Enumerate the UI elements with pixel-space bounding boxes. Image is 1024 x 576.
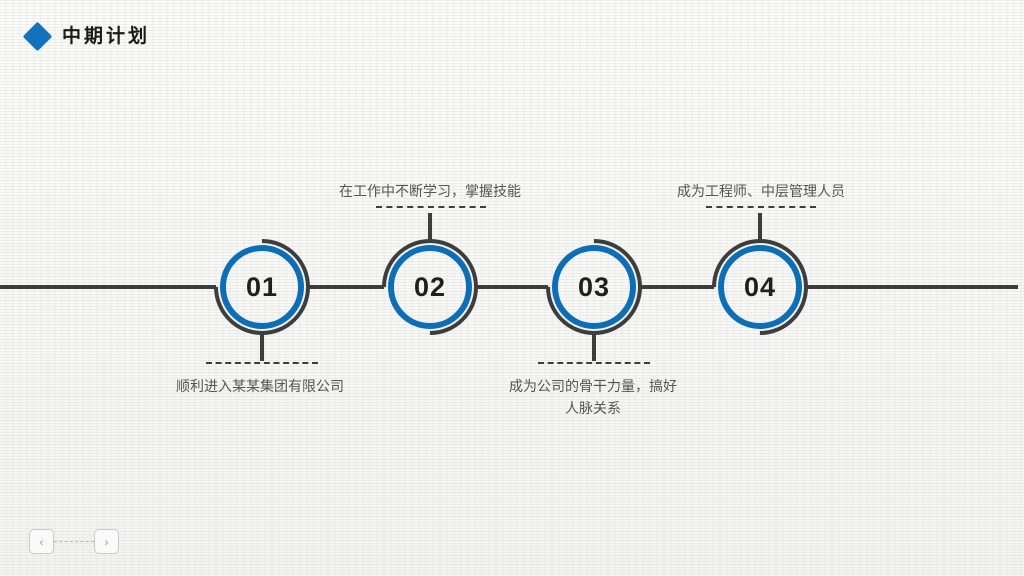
timeline-node-03[interactable]: 03 xyxy=(526,219,662,361)
timeline-node-01[interactable]: 01 xyxy=(194,219,330,361)
node-stub-right xyxy=(308,285,320,289)
slide-navigation: ‹ › xyxy=(29,529,119,554)
node-stub-left xyxy=(372,285,384,289)
node-tail-connector xyxy=(758,213,762,243)
node-number: 01 xyxy=(245,271,279,302)
node-caption-02: 在工作中不断学习，掌握技能 xyxy=(339,183,521,199)
node-caption-04: 成为工程师、中层管理人员 xyxy=(677,183,845,199)
caption-rule-04 xyxy=(706,206,816,208)
page-title: 中期计划 xyxy=(62,26,151,47)
node-caption-01: 顺利进入某某集团有限公司 xyxy=(176,378,344,394)
node-number: 02 xyxy=(413,271,447,302)
timeline-connector-1-2 xyxy=(308,285,384,289)
timeline-connector-3-4 xyxy=(640,285,714,289)
timeline-node-02[interactable]: 02 xyxy=(362,213,498,355)
node-caption-03: 成为公司的骨干力量，搞好 人脉关系 xyxy=(509,378,677,416)
node-stub-right xyxy=(640,285,652,289)
next-slide-button[interactable]: › xyxy=(94,529,119,554)
node-stub-right xyxy=(806,285,818,289)
timeline-rail-right xyxy=(808,285,1018,289)
diamond-bullet-icon xyxy=(22,21,53,52)
node-number: 04 xyxy=(743,271,777,302)
node-number: 03 xyxy=(577,271,611,302)
timeline-connector-2-3 xyxy=(476,285,548,289)
node-stub-left xyxy=(204,285,216,289)
node-ring-icon xyxy=(552,245,636,329)
nav-dashed-connector xyxy=(54,541,94,542)
node-stub-left xyxy=(536,285,548,289)
prev-slide-button[interactable]: ‹ xyxy=(29,529,54,554)
node-tail-connector xyxy=(592,331,596,361)
timeline-node-04[interactable]: 04 xyxy=(692,213,828,355)
caption-rule-03 xyxy=(538,362,650,364)
caption-rule-02 xyxy=(376,206,486,208)
node-ring-icon xyxy=(220,245,304,329)
node-tail-connector xyxy=(428,213,432,243)
node-ring-icon xyxy=(718,245,802,329)
node-stub-right xyxy=(476,285,488,289)
slide-header: 中期计划 xyxy=(22,21,151,52)
node-tail-connector xyxy=(260,331,264,361)
node-ring-icon xyxy=(388,245,472,329)
node-stub-left xyxy=(702,285,714,289)
caption-rule-01 xyxy=(206,362,318,364)
timeline-rail-left xyxy=(0,285,215,289)
